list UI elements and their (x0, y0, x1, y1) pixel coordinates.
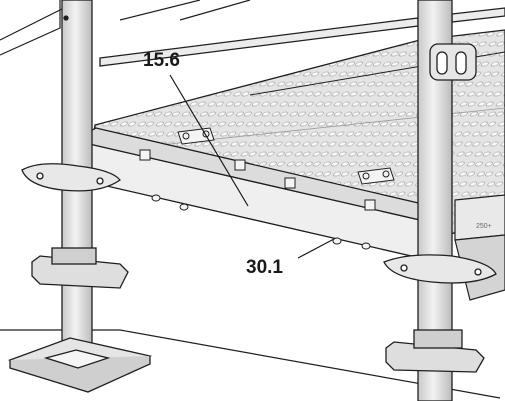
right-jack-collar (385, 329, 485, 373)
front-ledger-beam (70, 127, 442, 259)
right-top-coupler (429, 43, 477, 81)
leader-line-top (169, 74, 249, 207)
deck-clamps (139, 127, 395, 211)
left-rosette (21, 163, 121, 192)
right-rosette (383, 254, 497, 284)
callout-leaders (169, 74, 335, 259)
left-base-plate (7, 337, 153, 393)
deck-marking: 250+ (476, 223, 492, 230)
callout-label-top: 15.6 (143, 50, 180, 71)
underside-pins (151, 194, 371, 250)
deck-end-plate (454, 194, 505, 301)
leader-line-bottom (297, 238, 335, 259)
left-jack-collar (31, 247, 129, 289)
callout-label-bottom: 30.1 (246, 257, 283, 278)
